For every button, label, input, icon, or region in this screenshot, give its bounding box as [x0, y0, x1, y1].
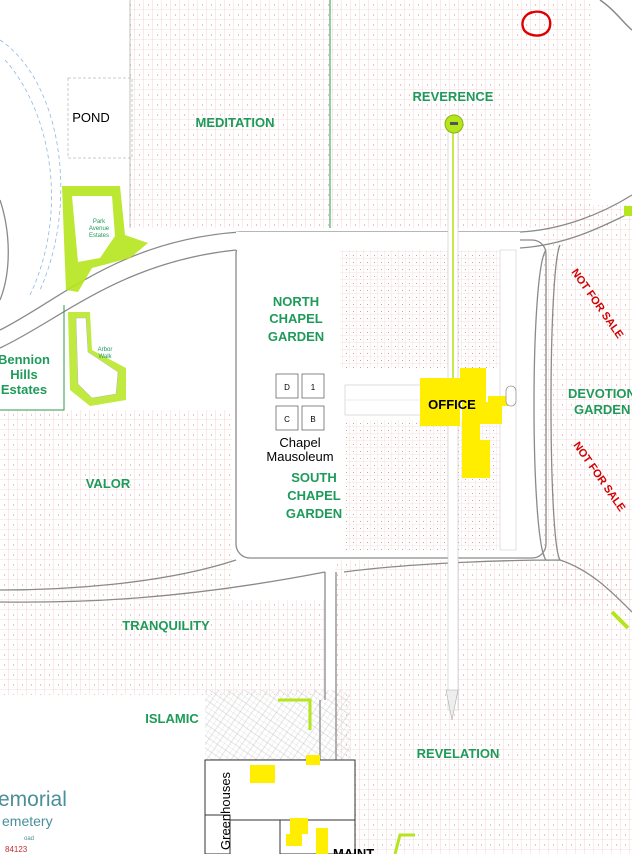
mausoleum-unit-1: 1	[311, 383, 316, 392]
label-park-avenue: Park Avenue Estates	[89, 219, 110, 239]
mausoleum-unit-c: C	[284, 415, 290, 424]
plot-grid-islamic	[205, 690, 350, 760]
plot-grid-tranquility	[0, 600, 325, 695]
property-lines	[0, 0, 632, 296]
reverence-feature	[444, 114, 464, 134]
label-south-chapel-2: CHAPEL	[287, 488, 341, 503]
label-revelation: REVELATION	[417, 746, 500, 761]
label-valor: VALOR	[86, 476, 131, 491]
chapel-mausoleum-units: D 1 C B	[275, 373, 325, 431]
label-park-avenue-1: Park	[93, 219, 106, 225]
label-bennion-1: Bennion	[0, 352, 50, 367]
brand-memorial: emorial	[0, 788, 67, 811]
office-buildings	[420, 368, 514, 478]
label-north-chapel-2: CHAPEL	[269, 311, 323, 326]
label-mausoleum-2: Mausoleum	[266, 449, 333, 464]
east-accent-top	[624, 206, 632, 216]
bennion-boundary	[0, 305, 65, 411]
road-fill-main	[236, 232, 520, 250]
label-devotion-garden: DEVOTION GARDEN	[568, 386, 632, 417]
label-mausoleum-1: Chapel	[279, 435, 320, 450]
label-north-chapel-3: GARDEN	[268, 329, 324, 344]
plot-grid-valor	[0, 410, 232, 600]
brand-road: oad	[24, 836, 34, 842]
label-north-chapel: NORTH CHAPEL GARDEN	[268, 294, 324, 344]
plot-grid-revelation	[335, 560, 632, 854]
label-arbor-walk-1: Arbor	[98, 347, 113, 353]
label-south-chapel-3: GARDEN	[286, 506, 342, 521]
east-accent-bottom	[610, 610, 630, 630]
location-marker	[521, 10, 552, 37]
park-avenue-estates-area	[62, 186, 148, 292]
label-bennion-3: Estates	[1, 382, 47, 397]
plot-grid-west	[130, 0, 330, 228]
label-meditation: MEDITATION	[196, 115, 275, 130]
label-arbor-walk-2: Walk	[98, 354, 112, 360]
label-bennion-hills: Bennion Hills Estates	[0, 352, 50, 397]
label-greenhouses: Greenhouses	[218, 771, 233, 850]
label-islamic: ISLAMIC	[145, 711, 199, 726]
label-maint: MAINT	[333, 846, 374, 854]
label-devotion-2: GARDEN	[574, 402, 630, 417]
label-south-chapel-1: SOUTH	[291, 470, 337, 485]
plot-grid-reverence	[330, 0, 592, 228]
mausoleum-unit-d: D	[284, 383, 290, 392]
branding: emorial emetery oad 84123	[0, 788, 67, 854]
label-reverence: REVERENCE	[413, 89, 494, 104]
office-fountain	[505, 385, 517, 407]
chapel-open-area	[244, 250, 340, 550]
mausoleum-unit-b: B	[310, 415, 315, 424]
label-park-avenue-3: Estates	[89, 233, 109, 239]
label-office: OFFICE	[428, 397, 476, 412]
label-pond: POND	[72, 110, 110, 125]
roads	[0, 194, 632, 854]
label-bennion-2: Hills	[10, 367, 37, 382]
pond-box	[67, 77, 133, 159]
brand-cemetery: emetery	[2, 813, 53, 829]
islamic-accent	[278, 698, 312, 730]
label-park-avenue-2: Avenue	[89, 226, 110, 232]
label-chapel-mausoleum: Chapel Mausoleum	[266, 435, 333, 464]
label-north-chapel-1: NORTH	[273, 294, 319, 309]
label-south-chapel: SOUTH CHAPEL GARDEN	[286, 470, 342, 521]
plot-grid-south-chapel	[345, 420, 510, 550]
label-devotion-1: DEVOTION	[568, 386, 632, 401]
brand-zip: 84123	[5, 845, 28, 854]
label-tranquility: TRANQUILITY	[122, 618, 210, 633]
greenhouse-area	[204, 755, 415, 854]
arbor-walk-area	[68, 312, 126, 406]
plot-grid-north-chapel	[340, 250, 515, 368]
label-arbor-walk: Arbor Walk	[98, 347, 113, 360]
